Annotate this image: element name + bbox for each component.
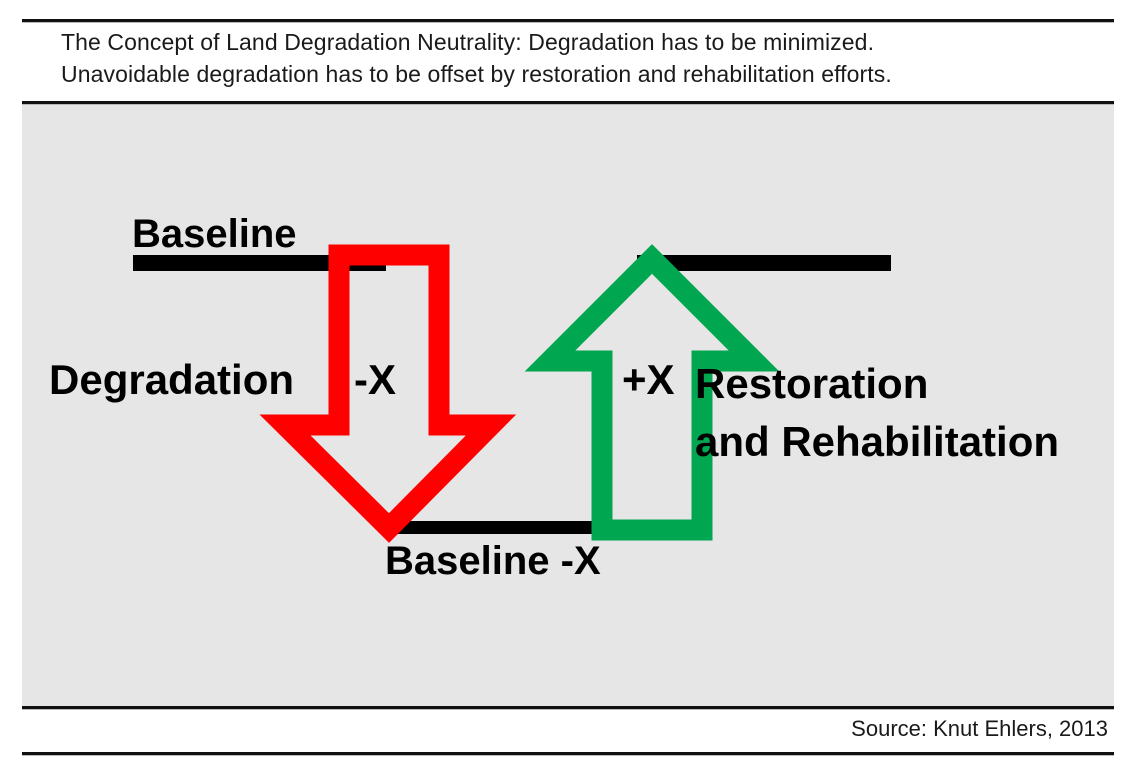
rule-panel-bottom bbox=[22, 706, 1114, 709]
label-plus-x: +X bbox=[622, 356, 675, 403]
baseline-minus-x-level-bar bbox=[386, 521, 639, 534]
label-minus-x: -X bbox=[354, 356, 396, 403]
source-credit: Source: Knut Ehlers, 2013 bbox=[851, 716, 1108, 741]
label-baseline: Baseline bbox=[132, 212, 297, 256]
rule-caption-divider bbox=[22, 101, 1114, 104]
rule-bottom bbox=[22, 752, 1114, 755]
restoration-line-1: Restoration bbox=[695, 360, 929, 407]
label-baseline-minus-x: Baseline -X bbox=[385, 539, 601, 583]
baseline-level-bar-right bbox=[637, 255, 891, 271]
restoration-arrow-up-icon bbox=[524, 244, 780, 541]
diagram-panel: Baseline Degradation -X +X Restoration a… bbox=[22, 105, 1114, 706]
caption-line-2: Unavoidable degradation has to be offset… bbox=[61, 61, 892, 87]
label-degradation: Degradation bbox=[49, 356, 295, 403]
label-restoration-rehabilitation: Restoration and Rehabilitation bbox=[695, 355, 1059, 471]
rule-top bbox=[22, 19, 1114, 22]
baseline-level-bar-left bbox=[133, 255, 386, 271]
degradation-arrow-down-icon bbox=[259, 244, 517, 543]
caption-line-1: The Concept of Land Degradation Neutrali… bbox=[61, 29, 875, 55]
figure-caption: The Concept of Land Degradation Neutrali… bbox=[61, 26, 1101, 90]
restoration-line-2: and Rehabilitation bbox=[695, 418, 1060, 465]
